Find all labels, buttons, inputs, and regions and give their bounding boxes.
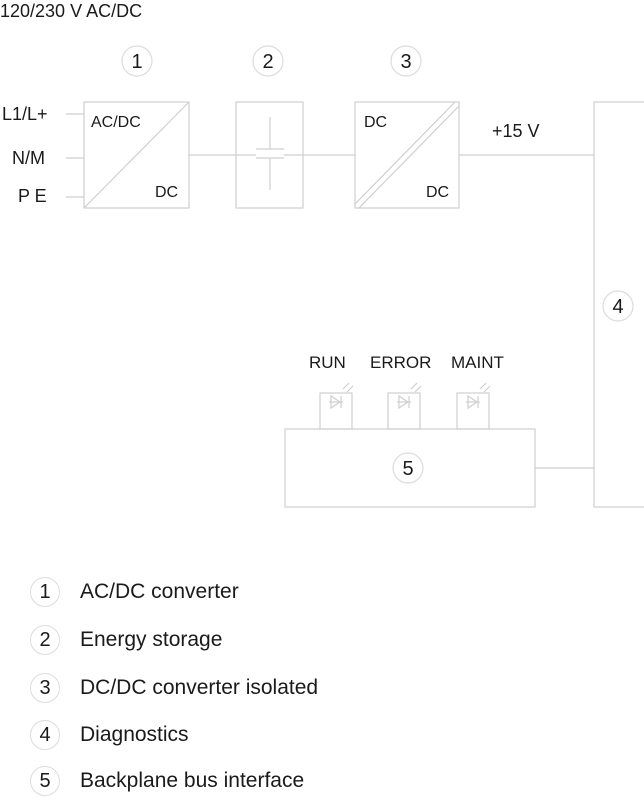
legend-item-1: 1 AC/DC converter [30,575,239,609]
legend-text-5: Backplane bus interface [80,769,305,792]
legend-number-2: 2 [30,625,60,655]
led-label-error: ERROR [370,353,431,372]
svg-text:5: 5 [402,458,413,480]
block-3-bottom-text: DC [426,184,449,201]
input-label-n: N/M [12,148,45,168]
led-error: ERROR [370,353,431,430]
voltage-label: +15 V [492,121,540,141]
svg-text:1: 1 [131,51,142,73]
input-label-l1: L1/L+ [2,104,48,124]
block-2-energy-storage [235,101,304,209]
callout-5: 5 [392,452,424,484]
block-1-top-text: AC/DC [91,114,141,131]
callout-4: 4 [602,290,634,322]
legend-text-2: Energy storage [80,628,223,651]
svg-text:3: 3 [400,51,411,73]
legend-item-5: 5 Backplane bus interface [30,764,304,798]
led-run: RUN [309,353,354,430]
legend-number-1: 1 [30,577,60,607]
input-label-pe: P E [18,186,47,206]
legend-item-2: 2 Energy storage [30,623,222,657]
legend-number-5: 5 [30,766,60,796]
block-1-bottom-text: DC [155,184,178,201]
block-1-acdc-converter: AC/DC DC [83,101,190,209]
svg-text:4: 4 [612,296,623,318]
legend-text-3: DC/DC converter isolated [80,676,319,699]
svg-text:2: 2 [262,51,273,73]
legend-text-4: Diagnostics [80,723,189,746]
legend-number-4: 4 [30,720,60,750]
legend-item-3: 3 DC/DC converter isolated [30,671,318,705]
led-label-run: RUN [309,353,346,372]
legend-item-4: 4 Diagnostics [30,718,189,752]
block-4-diagnostics [593,101,644,508]
led-maint: MAINT [451,353,504,430]
legend-text-1: AC/DC converter [80,580,239,603]
callout-3: 3 [390,45,422,77]
callout-2: 2 [252,45,284,77]
block-3-top-text: DC [364,114,387,131]
supply-label: 120/230 V AC/DC [0,1,142,21]
block-diagram: 120/230 V AC/DC L1/L+ N/M P E AC/DC DC D… [0,1,644,508]
block-3-dcdc-converter: DC DC [354,101,460,209]
callout-1: 1 [121,45,153,77]
legend-number-3: 3 [30,673,60,703]
led-label-maint: MAINT [451,353,504,372]
